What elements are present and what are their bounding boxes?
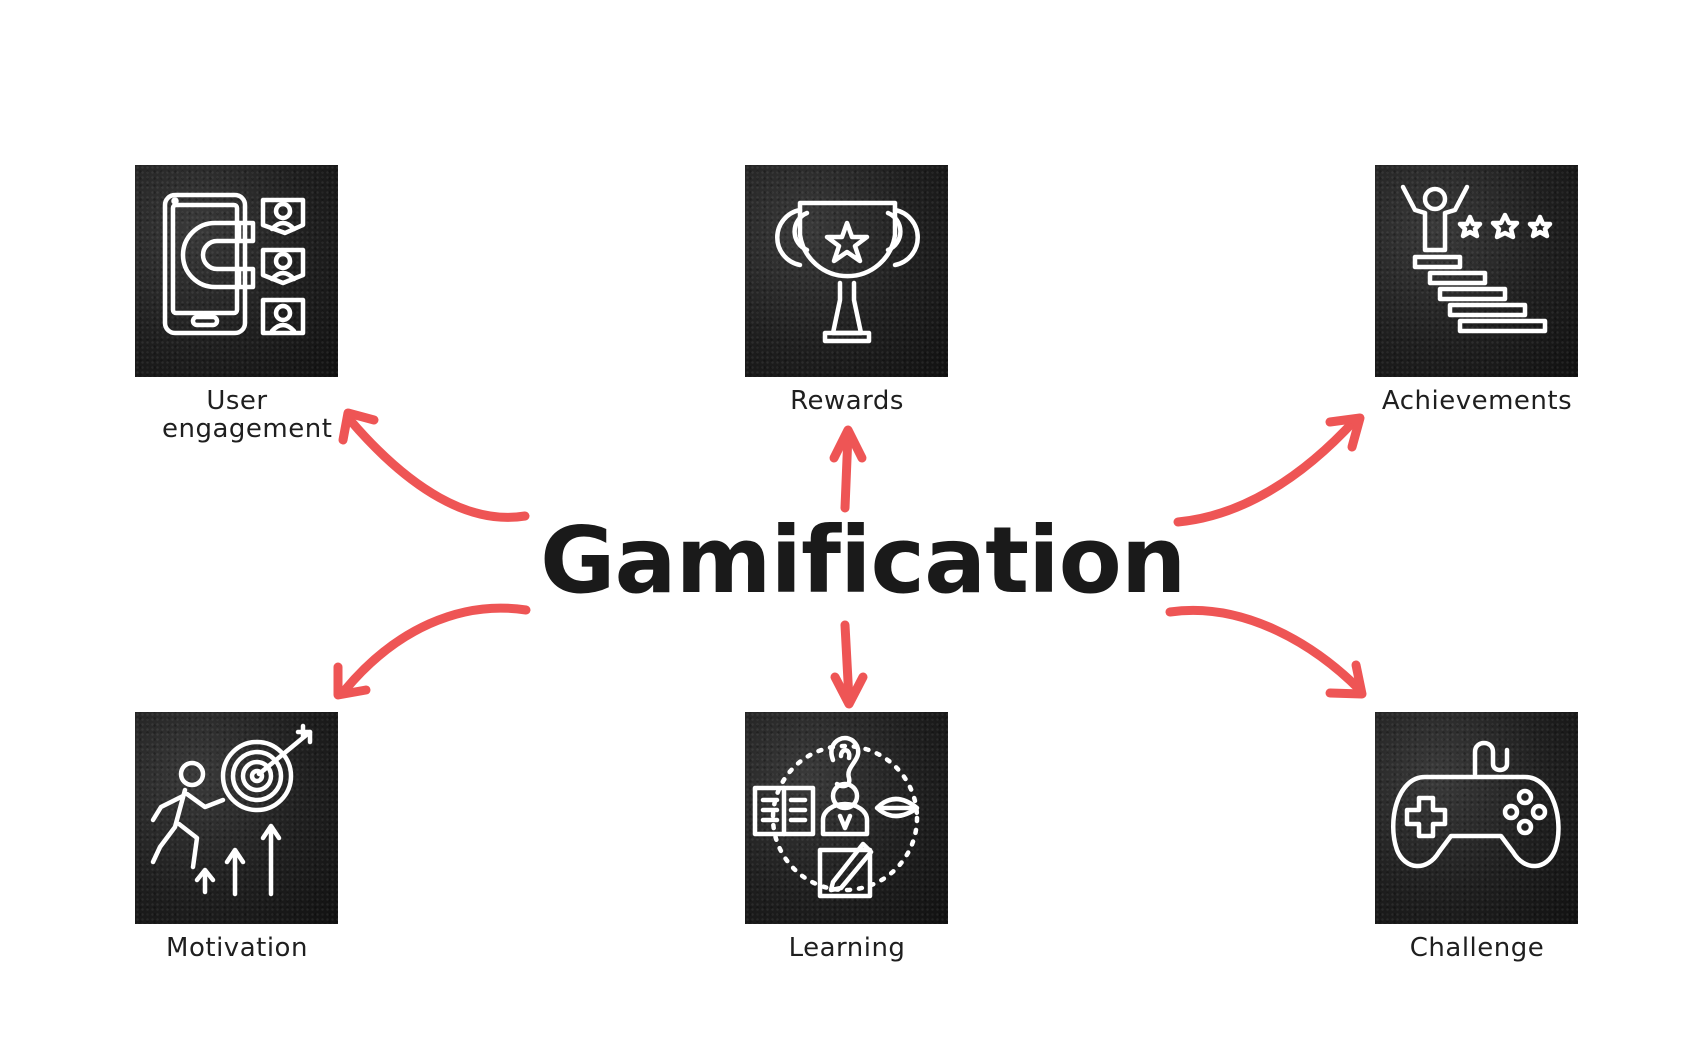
arrow-learning [840, 620, 854, 705]
gamepad-icon [1390, 740, 1561, 869]
learning-tile [745, 712, 948, 924]
node-label-learning: Learning [788, 933, 906, 963]
phone-magnet-users-icon [162, 192, 306, 336]
user-engagement-tile [135, 165, 338, 377]
node-label-user-engagement: User engagement [162, 386, 333, 444]
arrow-achievements [1173, 415, 1360, 527]
arrow-rewards [840, 429, 853, 513]
node-label-challenge: Challenge [1409, 933, 1545, 963]
achievements-tile [1375, 165, 1578, 377]
motivation-tile [135, 712, 338, 924]
learning-senses-icon [752, 735, 920, 899]
runner-target-icon [150, 723, 313, 897]
arrow-user-engagement [345, 415, 530, 522]
trophy-icon [775, 200, 920, 344]
podium-stairs-stars-icon [1400, 184, 1553, 334]
node-label-motivation: Motivation [166, 933, 308, 963]
arrow-challenge [1165, 605, 1365, 695]
node-label-rewards: Rewards [790, 386, 904, 416]
rewards-tile [745, 165, 948, 377]
challenge-tile [1375, 712, 1578, 924]
node-label-achievements: Achievements [1381, 386, 1573, 416]
diagram-title: Gamification [540, 507, 1186, 614]
arrow-motivation [340, 603, 531, 695]
